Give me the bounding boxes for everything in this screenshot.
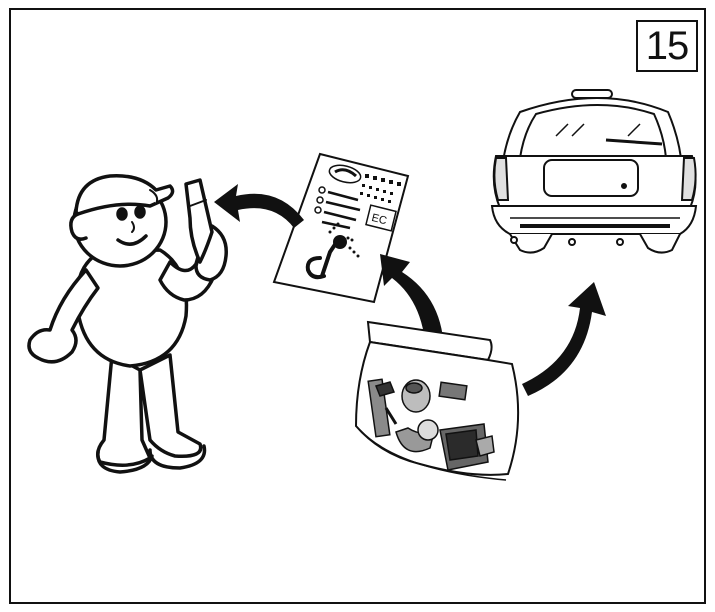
person-with-cap-icon: [27, 174, 228, 474]
curved-arrow-icon: [214, 184, 304, 228]
certificate-document-icon: EC: [272, 152, 410, 304]
tow-hitch-kit-bag-icon: [354, 320, 520, 481]
ec-mark: EC: [370, 212, 388, 227]
car-rear-icon: [490, 89, 698, 254]
curved-arrow-icon: [522, 282, 606, 396]
step-number: 15: [645, 23, 689, 68]
step-number-box: 15: [636, 20, 698, 72]
